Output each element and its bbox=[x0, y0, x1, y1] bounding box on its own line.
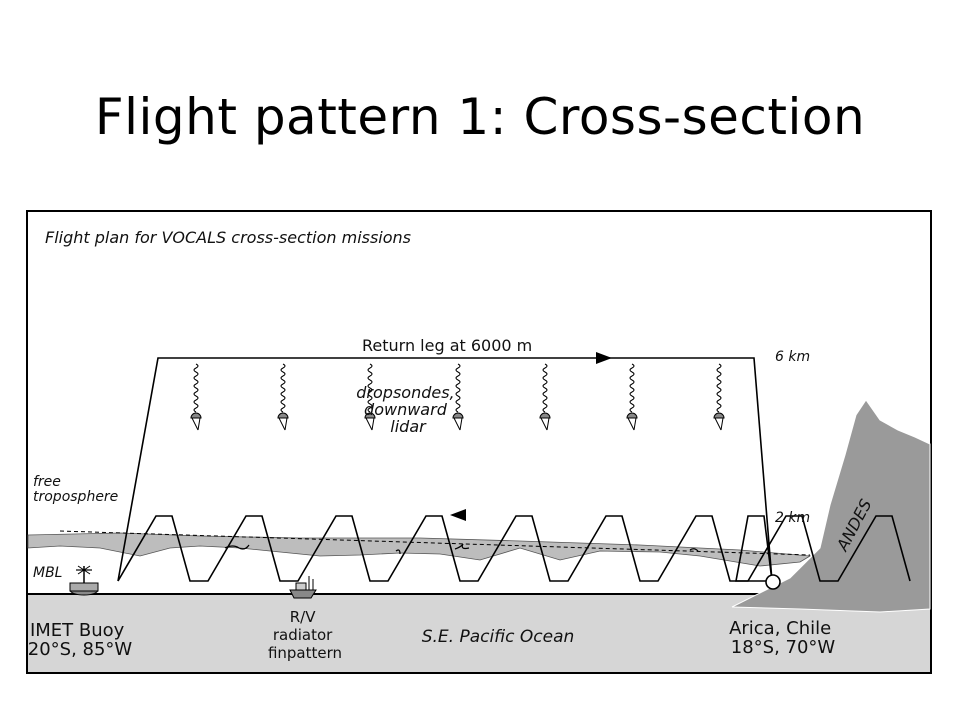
return-leg-arrow bbox=[596, 352, 612, 364]
ocean-label: S.E. Pacific Ocean bbox=[422, 627, 575, 647]
flight-track bbox=[117, 357, 773, 582]
cloud-detail-1 bbox=[224, 544, 250, 550]
dropsonde bbox=[626, 363, 638, 431]
return-leg-label: Return leg at 6000 m bbox=[362, 336, 532, 355]
free-troposphere-label: free troposphere bbox=[33, 474, 118, 505]
slide-title: Flight pattern 1: Cross-section bbox=[94, 88, 866, 146]
dropsonde bbox=[713, 363, 725, 431]
ship-line-2: radiator bbox=[273, 626, 333, 644]
ship-line-3: finpattern bbox=[268, 644, 342, 662]
cloud-detail-4 bbox=[689, 548, 699, 552]
dropsondes-label: dropsondes, downward lidar bbox=[356, 383, 459, 436]
dropsondes bbox=[190, 363, 725, 431]
dropsonde bbox=[190, 363, 202, 431]
free-troposphere-line-1: free bbox=[33, 474, 61, 490]
andes-mountain bbox=[731, 399, 931, 613]
cloud-detail-3 bbox=[454, 543, 470, 550]
buoy-line-1: IMET Buoy bbox=[30, 620, 125, 641]
dropsonde bbox=[452, 363, 464, 431]
dropsondes-line-3: lidar bbox=[390, 417, 427, 436]
inversion-dashed-line bbox=[59, 530, 811, 556]
dropsonde bbox=[539, 363, 551, 431]
cloud-detail-2 bbox=[395, 549, 401, 555]
buoy-icon bbox=[69, 565, 99, 596]
ship-line-1: R/V bbox=[290, 608, 316, 626]
sawtooth-direction-arrow bbox=[450, 509, 466, 521]
altitude-2km-label: 2 km bbox=[775, 510, 810, 526]
arica-marker bbox=[765, 574, 781, 590]
buoy-label: IMET Buoy 20°S, 85°W bbox=[28, 620, 133, 660]
arica-line-1: Arica, Chile bbox=[729, 618, 831, 639]
buoy-line-2: 20°S, 85°W bbox=[28, 639, 133, 660]
altitude-6km-label: 6 km bbox=[775, 349, 810, 365]
dropsondes-line-2: downward bbox=[364, 400, 448, 419]
free-troposphere-line-2: troposphere bbox=[33, 489, 118, 505]
dropsonde bbox=[364, 363, 376, 431]
dropsonde bbox=[277, 363, 289, 431]
ship-label: R/V radiator finpattern bbox=[268, 608, 342, 662]
ship-icon bbox=[289, 576, 317, 599]
arica-label: Arica, Chile 18°S, 70°W bbox=[729, 618, 837, 658]
mbl-label: MBL bbox=[33, 565, 62, 581]
arica-line-2: 18°S, 70°W bbox=[731, 637, 836, 658]
dropsondes-line-1: dropsondes, bbox=[356, 383, 454, 402]
cloud-layer bbox=[27, 532, 812, 567]
figure-caption: Flight plan for VOCALS cross-section mis… bbox=[45, 228, 411, 247]
sawtooth-track bbox=[117, 515, 911, 582]
